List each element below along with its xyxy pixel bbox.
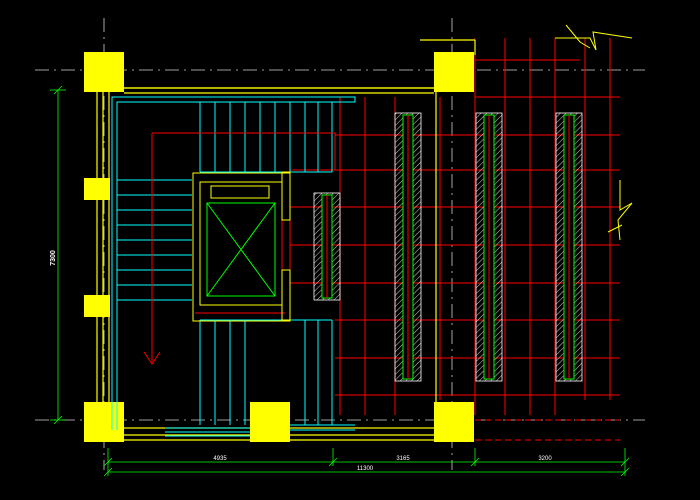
stair-flights (111, 96, 356, 437)
break-line-symbols (555, 24, 633, 241)
column-bottom-left (84, 402, 124, 442)
vertical-dimension (50, 85, 66, 425)
column-top-left (84, 52, 124, 92)
horizontal-dimension-chain (103, 448, 630, 477)
stair-direction-arrow (143, 132, 336, 365)
elevator-cross-2 (206, 202, 276, 297)
column-mid-left-1 (84, 178, 110, 200)
hatched-strip-1 (313, 192, 341, 301)
dimension-segment-3: 3200 (538, 456, 552, 462)
column-top-right (434, 52, 474, 92)
dimension-total: 11300 (357, 466, 374, 472)
hatched-strip-2 (394, 112, 422, 382)
column-bottom-middle (250, 402, 290, 442)
vertical-dimension-label: 7300 (50, 250, 57, 266)
column-mid-left-2 (84, 295, 110, 317)
column-bottom-right (434, 402, 474, 442)
hatched-strips (313, 112, 583, 382)
dashed-boundary (475, 419, 620, 441)
dimension-segment-2: 3165 (396, 456, 410, 462)
hatched-strip-4 (555, 112, 583, 382)
structural-columns (84, 52, 474, 442)
elevator-shaft (192, 171, 291, 322)
hatched-strip-3 (475, 112, 503, 382)
dimension-segment-1: 4935 (213, 456, 227, 462)
